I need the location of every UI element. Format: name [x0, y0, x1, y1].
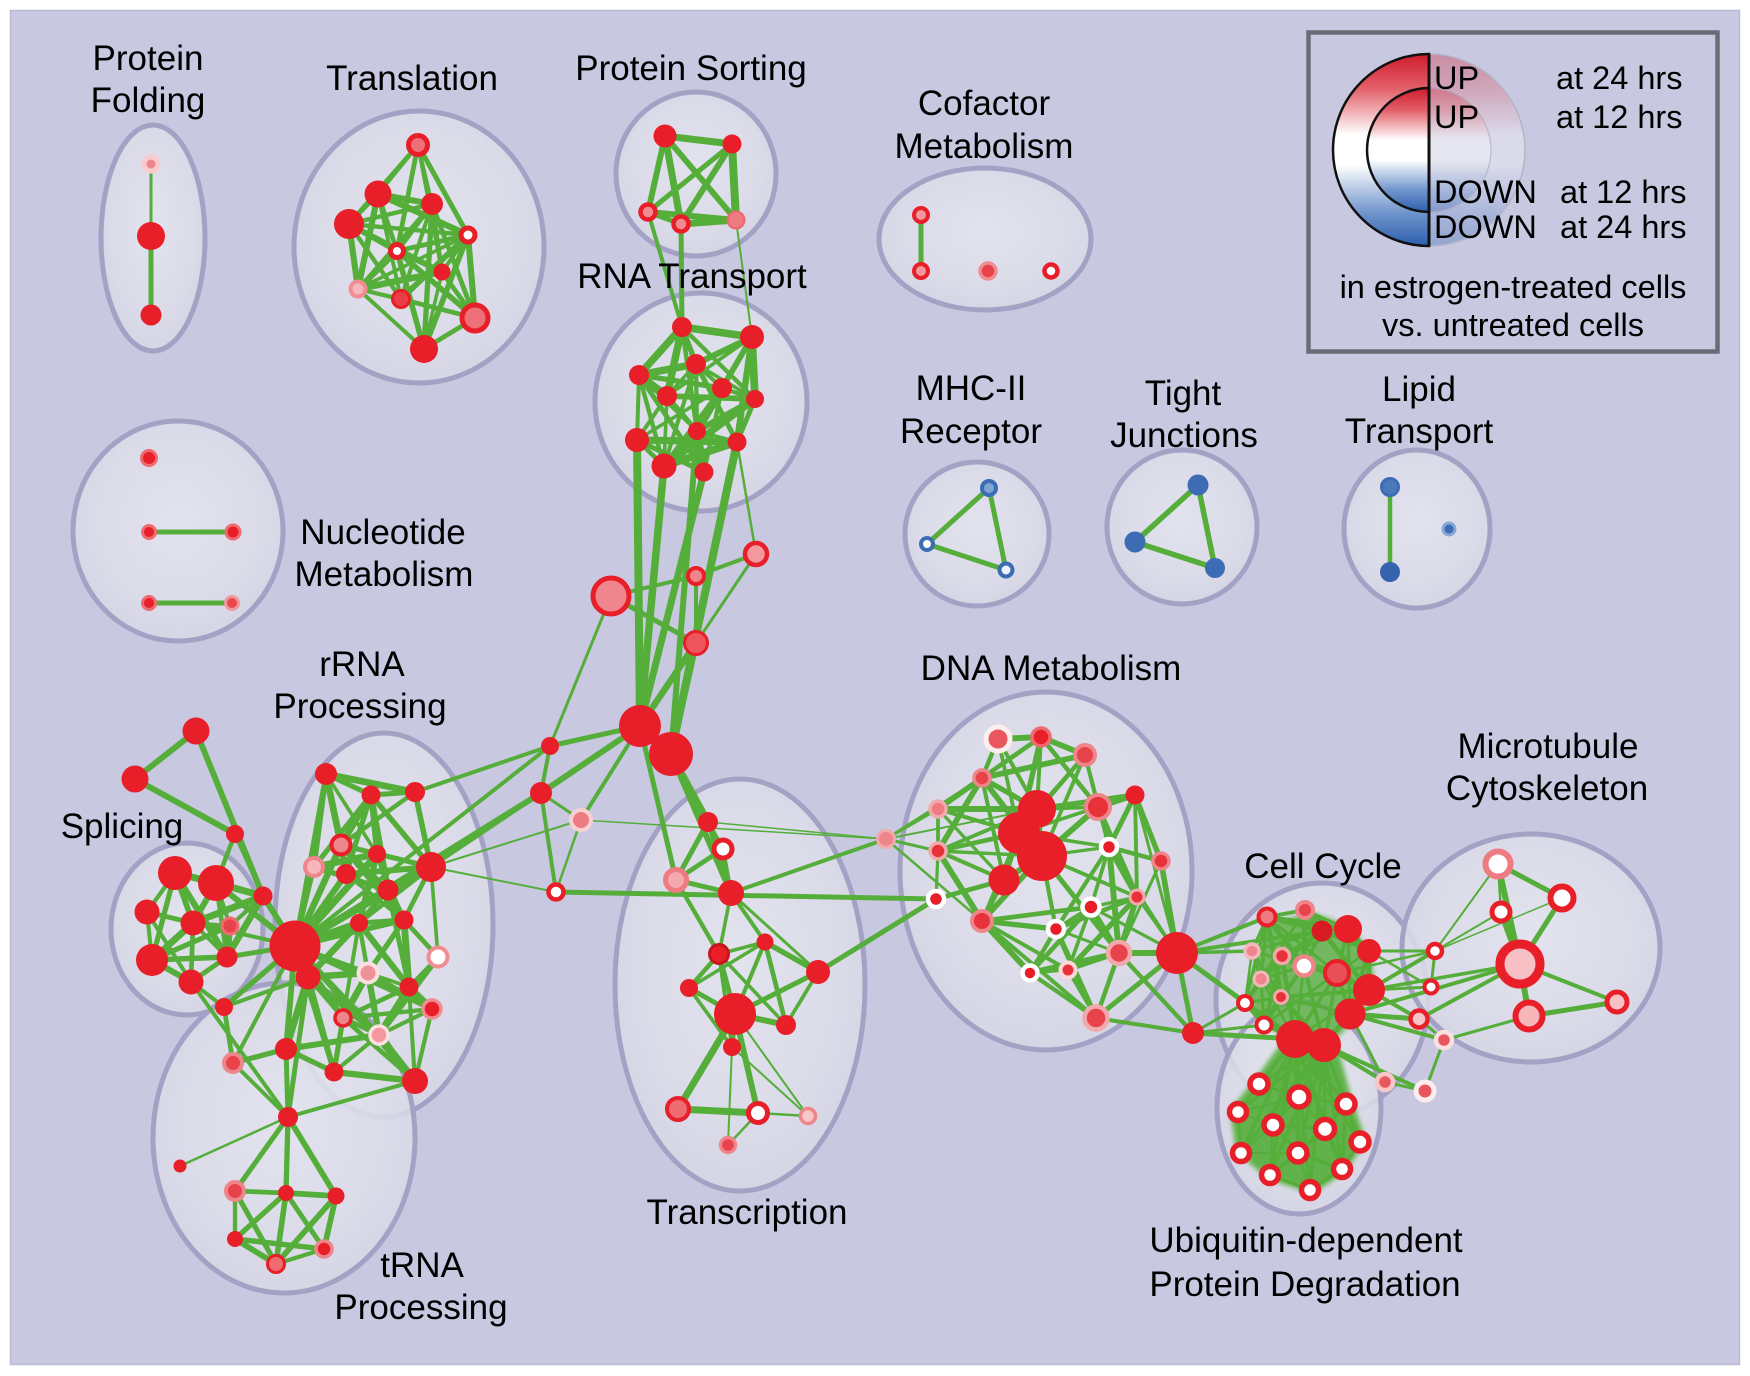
- svg-text:at 12 hrs: at 12 hrs: [1560, 174, 1686, 210]
- svg-text:at 12 hrs: at 12 hrs: [1556, 99, 1682, 135]
- svg-text:UP: UP: [1434, 99, 1479, 135]
- svg-text:DOWN: DOWN: [1434, 209, 1537, 245]
- svg-text:Metabolism: Metabolism: [295, 555, 474, 594]
- svg-text:rRNA: rRNA: [319, 645, 405, 684]
- svg-text:MHC-II: MHC-II: [916, 369, 1027, 408]
- svg-text:UP: UP: [1434, 60, 1479, 96]
- svg-text:Cytoskeleton: Cytoskeleton: [1446, 769, 1648, 808]
- svg-text:Microtubule: Microtubule: [1458, 727, 1639, 766]
- svg-text:Nucleotide: Nucleotide: [300, 513, 465, 552]
- svg-text:vs. untreated cells: vs. untreated cells: [1382, 307, 1644, 343]
- svg-text:Cell Cycle: Cell Cycle: [1244, 847, 1402, 886]
- svg-text:Transcription: Transcription: [647, 1193, 848, 1232]
- svg-text:DOWN: DOWN: [1434, 174, 1537, 210]
- svg-text:RNA Transport: RNA Transport: [577, 257, 807, 296]
- svg-text:Protein Degradation: Protein Degradation: [1149, 1265, 1460, 1304]
- svg-text:Folding: Folding: [91, 81, 206, 120]
- svg-text:at 24 hrs: at 24 hrs: [1560, 209, 1686, 245]
- svg-text:at 24 hrs: at 24 hrs: [1556, 60, 1682, 96]
- svg-text:Protein: Protein: [93, 39, 204, 78]
- svg-text:Ubiquitin-dependent: Ubiquitin-dependent: [1149, 1221, 1463, 1260]
- svg-text:Junctions: Junctions: [1110, 416, 1258, 455]
- svg-text:DNA Metabolism: DNA Metabolism: [921, 649, 1182, 688]
- svg-text:Translation: Translation: [326, 59, 498, 98]
- svg-text:Protein Sorting: Protein Sorting: [575, 49, 807, 88]
- svg-text:Cofactor: Cofactor: [918, 84, 1051, 123]
- svg-text:in estrogen-treated cells: in estrogen-treated cells: [1340, 269, 1687, 305]
- svg-text:Tight: Tight: [1145, 374, 1222, 413]
- svg-text:Splicing: Splicing: [61, 807, 184, 846]
- svg-text:Processing: Processing: [273, 687, 446, 726]
- svg-text:Transport: Transport: [1345, 412, 1494, 451]
- svg-text:Processing: Processing: [334, 1288, 507, 1327]
- svg-text:Receptor: Receptor: [900, 412, 1042, 451]
- svg-text:tRNA: tRNA: [380, 1246, 464, 1285]
- svg-text:Metabolism: Metabolism: [895, 127, 1074, 166]
- svg-text:Lipid: Lipid: [1382, 370, 1456, 409]
